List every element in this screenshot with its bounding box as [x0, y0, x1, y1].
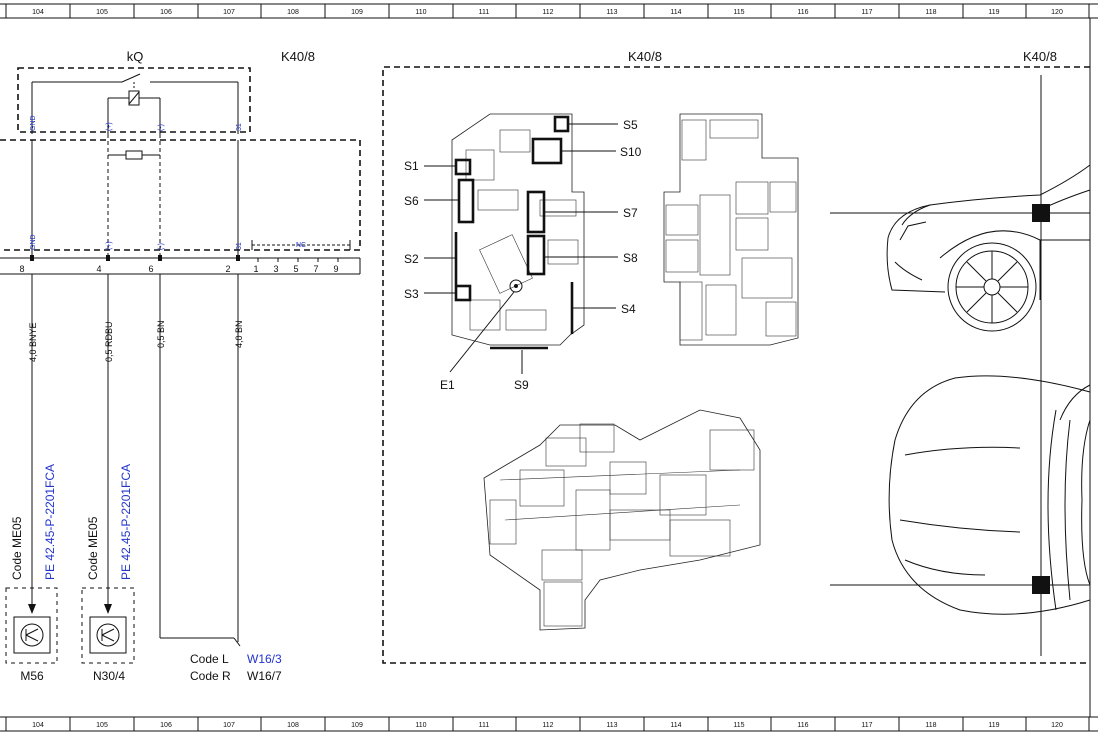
location-markers	[830, 75, 1090, 656]
ruler-label: 117	[861, 9, 872, 16]
socket-s5: S5	[623, 118, 638, 132]
ruler-label: 112	[542, 9, 553, 16]
ref2-code: Code ME05	[86, 516, 100, 580]
ruler-label: 119	[988, 9, 999, 16]
device-m56: M56	[5, 587, 58, 683]
code-r-ref: W16/7	[247, 669, 282, 683]
socket-s8: S8	[623, 251, 638, 265]
socket-s3: S3	[404, 287, 419, 301]
socket-s7: S7	[623, 206, 638, 220]
pin-number: 5	[293, 264, 298, 274]
ruler-label: 112	[542, 722, 553, 729]
relay-pin-gnd: GND	[30, 115, 37, 131]
ruler-label: 119	[988, 722, 999, 729]
relay-kq: kQ GND (+) (-) 31	[17, 49, 251, 134]
ref1-pe-link[interactable]: PE 42.45-P-2201FCA	[43, 464, 57, 580]
ruler-label: 114	[670, 9, 681, 16]
conn-pin-31: 31	[236, 242, 243, 250]
socket-s6: S6	[404, 194, 419, 208]
connector-strip: 8 4 6 2 1 3 5 7 9	[0, 255, 361, 275]
bottom-ruler: 104 105 106 107 108 109 110 111 112 113 …	[0, 716, 1098, 732]
fusebox-top-view: S5 S10 S1 S6 S7 S2 S8 S3 S4 E1 S9	[404, 113, 642, 392]
ruler-label: 111	[479, 722, 490, 729]
conn-pin-plus: (+)	[106, 241, 113, 250]
pin-number: 2	[225, 264, 230, 274]
pin-number: 7	[313, 264, 318, 274]
device-label-m56: M56	[20, 669, 44, 683]
ruler-label: 104	[32, 9, 44, 16]
k40-label-mid: K40/8	[628, 49, 662, 64]
pin-number: 9	[333, 264, 338, 274]
ruler-label: 116	[797, 722, 808, 729]
k40-label-left: K40/8	[281, 49, 315, 64]
relay-pin-31: 31	[236, 123, 243, 131]
ruler-label: 118	[925, 722, 936, 729]
conn-pin-gnd: GND	[30, 234, 37, 250]
ruler-label: 107	[223, 9, 235, 16]
ruler-label: 110	[415, 9, 426, 16]
ruler-label: 120	[1051, 722, 1063, 729]
code-r-label: Code R	[190, 669, 231, 683]
ref2-pe-link[interactable]: PE 42.45-P-2201FCA	[119, 464, 133, 580]
ruler-label: 107	[223, 722, 235, 729]
ruler-label: 109	[351, 722, 363, 729]
ruler-label: 106	[160, 9, 172, 16]
pin-number: 8	[19, 264, 24, 274]
ruler-label: 114	[670, 722, 681, 729]
wire-label: 4,0 BNYE	[28, 322, 38, 362]
top-ruler: 104 105 106 107 108 109 110 111 112 113 …	[0, 3, 1098, 19]
k40-module-box: GND (+) (-) 31 NC	[0, 134, 361, 258]
socket-s2: S2	[404, 252, 419, 266]
conn-pin-minus: (-)	[158, 243, 165, 250]
ruler-label: 104	[32, 722, 44, 729]
pin-number: 6	[148, 264, 153, 274]
ref1-code: Code ME05	[10, 516, 24, 580]
ruler-label: 113	[606, 722, 617, 729]
ruler-label: 105	[96, 722, 108, 729]
k40-label-right: K40/8	[1023, 49, 1057, 64]
fusebox-bottom-view	[663, 113, 799, 346]
socket-s4: S4	[621, 302, 636, 316]
device-label-n30: N30/4	[93, 669, 125, 683]
ruler-label: 118	[925, 9, 936, 16]
ruler-label: 105	[96, 9, 108, 16]
ruler-label: 115	[733, 9, 744, 16]
ruler-label: 117	[861, 722, 872, 729]
ruler-label: 109	[351, 9, 363, 16]
wire-label: 0,5 RDBU	[104, 321, 114, 362]
relay-pin-minus: (-)	[158, 124, 165, 131]
socket-s1: S1	[404, 159, 419, 173]
ruler-label: 116	[797, 9, 808, 16]
vehicle-front-view	[886, 164, 1091, 332]
pin-number: 3	[273, 264, 278, 274]
k40-location-frame	[382, 66, 1090, 664]
ruler-label: 108	[287, 722, 299, 729]
device-n30: N30/4	[81, 587, 135, 683]
ruler-label: 108	[287, 9, 299, 16]
socket-s10: S10	[620, 145, 642, 159]
nc-label: NC	[296, 242, 306, 249]
wires: 4,0 BNYE 0,5 RDBU 0,5 BN 4,0 BN	[28, 274, 244, 647]
pin-number: 1	[253, 264, 258, 274]
wire-label: 0,5 BN	[156, 320, 166, 348]
fusebox-isometric	[483, 409, 761, 631]
vehicle-top-view	[888, 375, 1091, 615]
relay-label: kQ	[127, 49, 144, 64]
socket-s9: S9	[514, 378, 529, 392]
wire-label: 4,0 BN	[234, 320, 244, 348]
socket-e1: E1	[440, 378, 455, 392]
pin-number: 4	[96, 264, 101, 274]
ruler-label: 106	[160, 722, 172, 729]
ruler-label: 110	[415, 722, 426, 729]
code-l-ref-link[interactable]: W16/3	[247, 652, 282, 666]
code-l-label: Code L	[190, 652, 229, 666]
relay-pin-plus: (+)	[106, 122, 113, 131]
ruler-label: 111	[479, 9, 490, 16]
ruler-label: 113	[606, 9, 617, 16]
ruler-label: 115	[733, 722, 744, 729]
ruler-label: 120	[1051, 9, 1063, 16]
